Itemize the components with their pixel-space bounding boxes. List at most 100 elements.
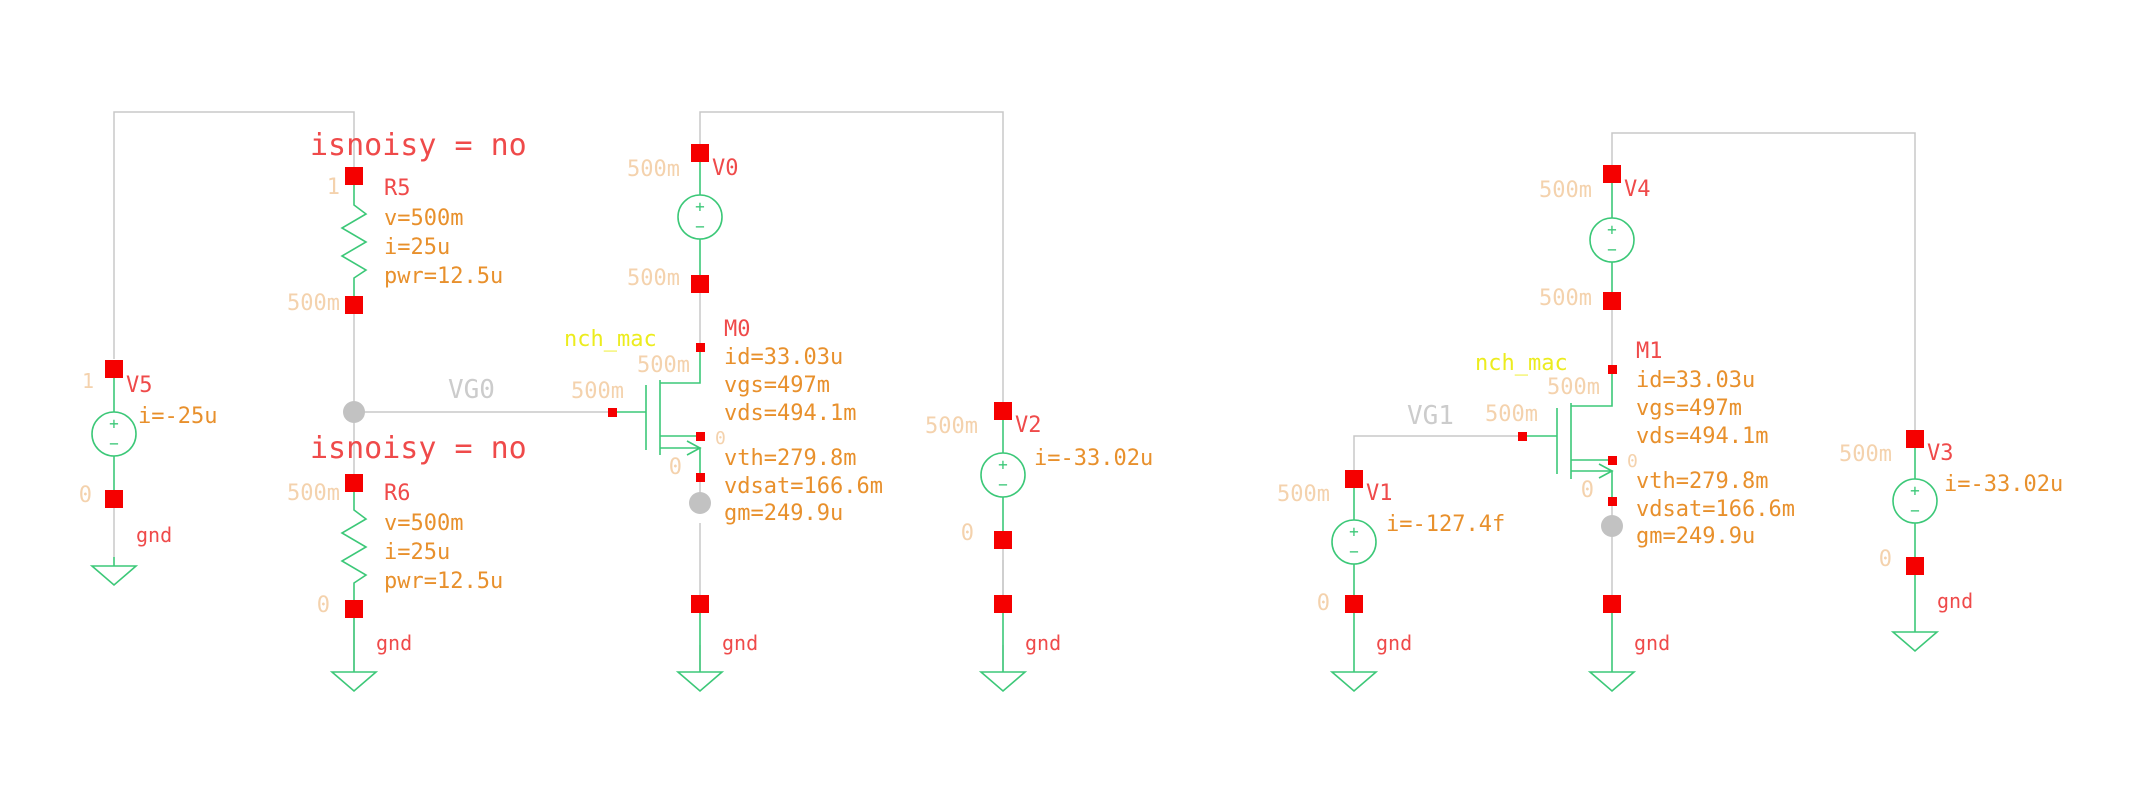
vsource-v3[interactable]: + − V3 i=-33.02u 500m 0: [1839, 430, 2063, 575]
m1-node-voltage-source: 0: [1581, 478, 1594, 503]
v0-pin-bottom[interactable]: [691, 275, 709, 293]
r6-param-v: v=500m: [384, 511, 463, 536]
r6-pin-bottom[interactable]: [345, 600, 363, 618]
v3-instance-name: V3: [1927, 441, 1954, 466]
v3-node-voltage-top: 500m: [1839, 442, 1892, 467]
v5-pin-bottom[interactable]: [105, 490, 123, 508]
wire-v5-to-r5[interactable]: [113, 111, 355, 359]
m0-param-vth: vth=279.8m: [724, 446, 856, 471]
r5-pin-top[interactable]: [345, 167, 363, 185]
v4-pin-top[interactable]: [1603, 165, 1621, 183]
v5-minus-icon: −: [109, 434, 119, 453]
wires-left: [113, 111, 1004, 670]
ground-r6: gnd: [329, 618, 412, 693]
r6-param-i: i=25u: [384, 540, 450, 565]
ground-m1: gnd: [1587, 613, 1670, 693]
wire-v4-to-v3[interactable]: [1611, 132, 1916, 430]
m1-model-name: nch_mac: [1475, 351, 1568, 376]
v0-pin-top[interactable]: [691, 144, 709, 162]
vsource-v4[interactable]: + − V4 500m 500m: [1539, 165, 1651, 311]
v4-pin-bottom[interactable]: [1603, 292, 1621, 310]
v3-minus-icon: −: [1910, 501, 1920, 520]
m0-param-gm: gm=249.9u: [724, 501, 843, 526]
v4-plus-icon: +: [1607, 220, 1617, 239]
v0-node-voltage-bottom: 500m: [627, 266, 680, 291]
v2-pin-top[interactable]: [994, 402, 1012, 420]
ground-m0-label: gnd: [722, 631, 758, 655]
m0-source-junction-dot: [689, 492, 711, 514]
v0-node-voltage-top: 500m: [627, 157, 680, 182]
vsource-v1[interactable]: + − V1 i=-127.4f 500m 0: [1277, 470, 1505, 616]
v2-pin-bottom[interactable]: [994, 531, 1012, 549]
m0-model-name: nch_mac: [564, 327, 657, 352]
circuit-right: VG1 + − V4 500m 500m: [1277, 132, 2063, 693]
m0-pin-gate[interactable]: [608, 408, 617, 417]
r5-param-i: i=25u: [384, 235, 450, 260]
r6-instance-name: R6: [384, 481, 411, 506]
junction-dot-vg0: [343, 401, 365, 423]
v1-pin-top[interactable]: [1345, 470, 1363, 488]
m1-node-voltage-drain: 500m: [1547, 375, 1600, 400]
m0-param-id: id=33.03u: [724, 345, 843, 370]
resistor-r6[interactable]: R6 v=500m i=25u pwr=12.5u 500m 0: [287, 474, 503, 618]
m1-gnd-pin[interactable]: [1603, 595, 1621, 613]
vsource-v2[interactable]: + − V2 i=-33.02u 500m 0: [925, 402, 1153, 595]
v1-plus-icon: +: [1349, 522, 1359, 541]
nmos-m1[interactable]: nch_mac M1 id=33.03u vgs=497m vds=494.1m…: [1475, 339, 1795, 595]
m0-pin-bulk[interactable]: [696, 432, 705, 441]
m0-pin-drain[interactable]: [696, 343, 705, 352]
m1-pin-drain[interactable]: [1608, 365, 1617, 374]
m1-param-vdsat: vdsat=166.6m: [1636, 497, 1795, 522]
v5-plus-icon: +: [109, 414, 119, 433]
m0-node-voltage-bulk: 0: [715, 428, 726, 449]
r6-param-pwr: pwr=12.5u: [384, 569, 503, 594]
r5-instance-name: R5: [384, 176, 411, 201]
r6-pin-top[interactable]: [345, 474, 363, 492]
net-label-vg0: VG0: [448, 375, 495, 405]
v2-node-voltage-bottom: 0: [961, 521, 974, 546]
v1-pin-bottom[interactable]: [1345, 595, 1363, 613]
m0-gnd-pin[interactable]: [691, 595, 709, 613]
m0-drain-lead: [660, 352, 701, 384]
r5-param-pwr: pwr=12.5u: [384, 264, 503, 289]
v5-pin-top[interactable]: [105, 360, 123, 378]
ground-v1-label: gnd: [1376, 631, 1412, 655]
m1-pin-gate[interactable]: [1518, 432, 1527, 441]
isnoisy-annotation-r5: isnoisy = no: [310, 128, 527, 163]
nmos-m0[interactable]: nch_mac M0 id=33.03u vgs=497m vds=494.1m…: [564, 317, 883, 526]
v0-minus-icon: −: [695, 217, 705, 236]
m1-drain-lead: [1571, 374, 1613, 407]
m1-node-voltage-bulk: 0: [1627, 451, 1638, 472]
vsource-v5[interactable]: + − V5 i=-25u 1 0: [79, 360, 218, 508]
v2-current: i=-33.02u: [1034, 446, 1153, 471]
m0-node-voltage-gate: 500m: [571, 379, 624, 404]
r5-node-voltage-bottom: 500m: [287, 291, 340, 316]
m0-node-voltage-source: 0: [669, 455, 682, 480]
ground-v5-icon: [89, 565, 139, 587]
r5-pin-bottom[interactable]: [345, 296, 363, 314]
v2-gnd-pin[interactable]: [994, 595, 1012, 613]
wire-vg1[interactable]: [1353, 435, 1520, 470]
v5-node-voltage-bottom: 0: [79, 483, 92, 508]
net-label-vg1: VG1: [1407, 401, 1454, 431]
ground-r6-icon: [329, 671, 379, 693]
v3-pin-top[interactable]: [1906, 430, 1924, 448]
vsource-v0[interactable]: + − V0 500m 500m: [627, 144, 739, 293]
ground-m0: gnd: [675, 613, 758, 693]
resistor-r5[interactable]: R5 v=500m i=25u pwr=12.5u 1 500m: [287, 167, 503, 316]
v1-node-voltage-top: 500m: [1277, 482, 1330, 507]
v3-pin-bottom[interactable]: [1906, 557, 1924, 575]
m1-param-vth: vth=279.8m: [1636, 469, 1768, 494]
m1-pin-bulk[interactable]: [1608, 456, 1617, 465]
v3-current: i=-33.02u: [1944, 472, 2063, 497]
v4-node-voltage-top: 500m: [1539, 178, 1592, 203]
m1-pin-source[interactable]: [1608, 497, 1617, 506]
v0-plus-icon: +: [695, 197, 705, 216]
r6-zigzag-symbol: [340, 492, 368, 600]
wire-v0-to-v2[interactable]: [699, 111, 1004, 402]
ground-m0-icon: [675, 671, 725, 693]
v1-node-voltage-bottom: 0: [1317, 591, 1330, 616]
m0-pin-source[interactable]: [696, 473, 705, 482]
